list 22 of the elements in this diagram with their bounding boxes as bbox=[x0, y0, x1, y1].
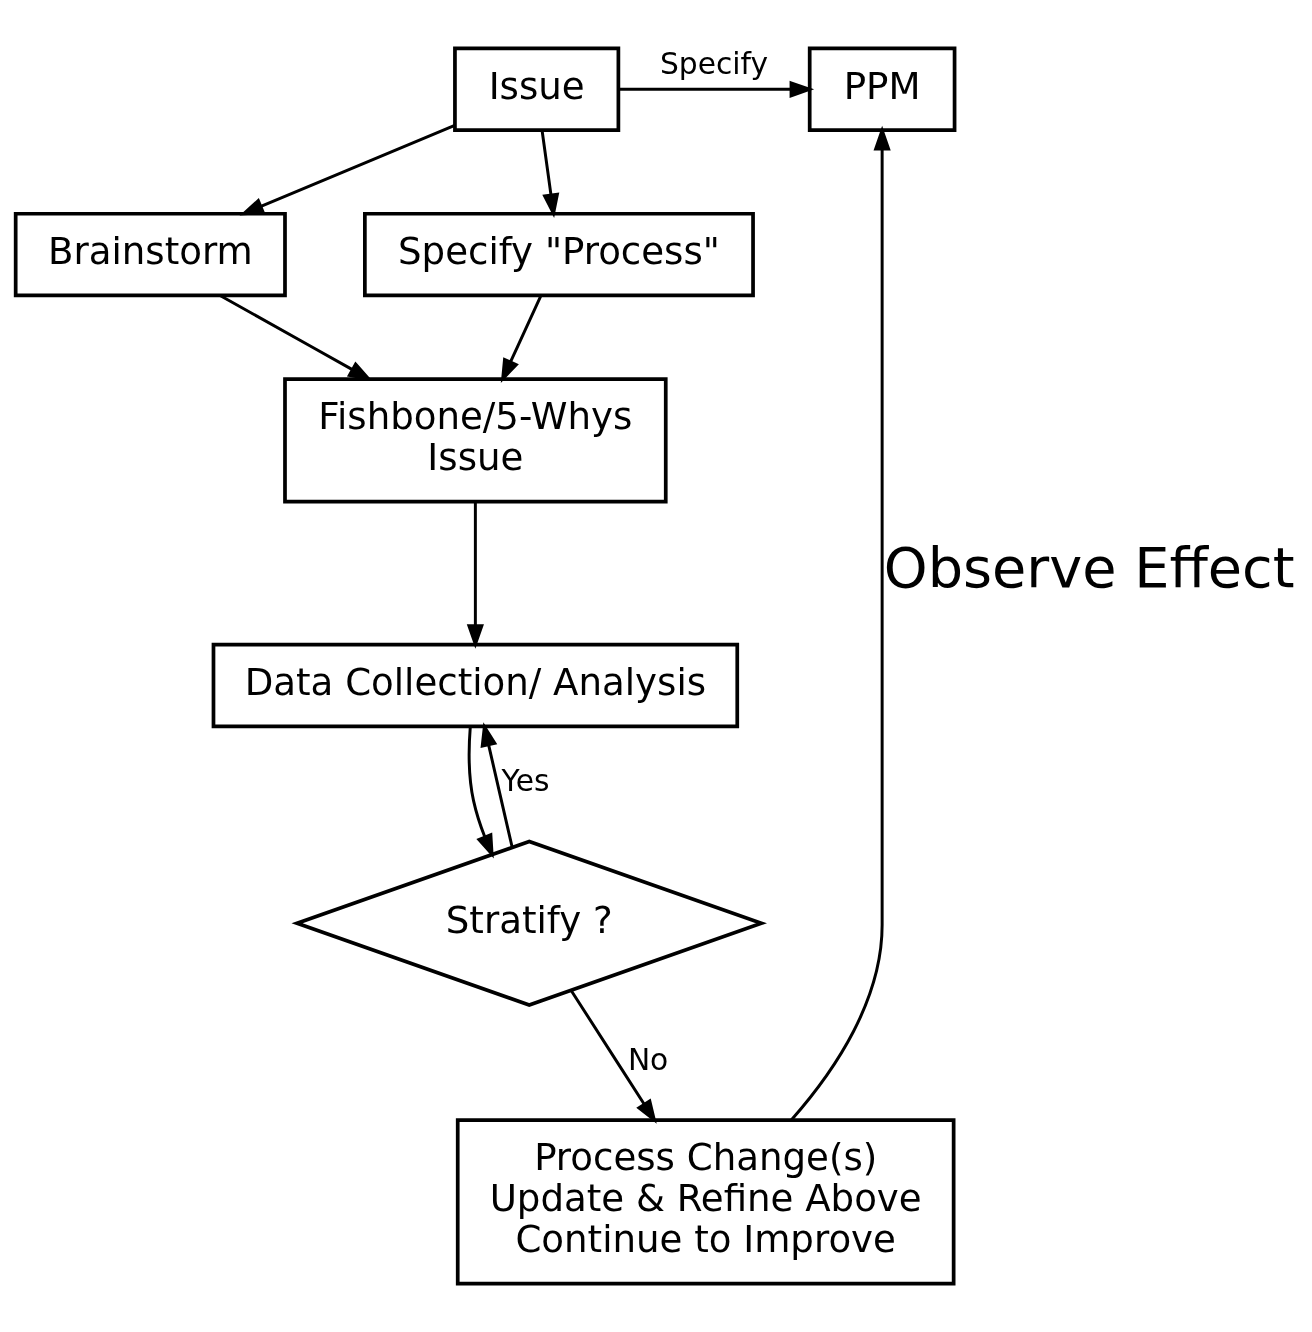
node-diamond: Stratify ? bbox=[291, 839, 767, 1007]
edge-label: Specify bbox=[660, 46, 769, 82]
arrow bbox=[500, 295, 543, 384]
node-box: PPM bbox=[807, 46, 957, 132]
arrow bbox=[219, 294, 373, 381]
node-box: Brainstorm bbox=[13, 211, 287, 298]
arrow bbox=[466, 501, 484, 649]
node-box: Fishbone/5-Whys Issue bbox=[283, 377, 668, 504]
node-box: Process Change(s) Update & Refine Above Continue to Improve bbox=[455, 1118, 956, 1286]
node-box: Data Collection/ Analysis bbox=[211, 642, 740, 729]
arrow bbox=[467, 726, 494, 859]
arrow bbox=[480, 722, 514, 848]
node-box: Specify "Process" bbox=[363, 211, 755, 298]
arrow bbox=[618, 80, 815, 98]
edge-label: No bbox=[627, 1041, 669, 1077]
arrow bbox=[570, 990, 657, 1124]
node-box: Issue bbox=[453, 46, 621, 132]
arrow bbox=[239, 124, 456, 216]
edge-label: Observe Effect bbox=[883, 535, 1295, 601]
arrow bbox=[790, 125, 891, 1121]
arrow bbox=[540, 130, 560, 218]
edge-label: Yes bbox=[501, 763, 550, 798]
